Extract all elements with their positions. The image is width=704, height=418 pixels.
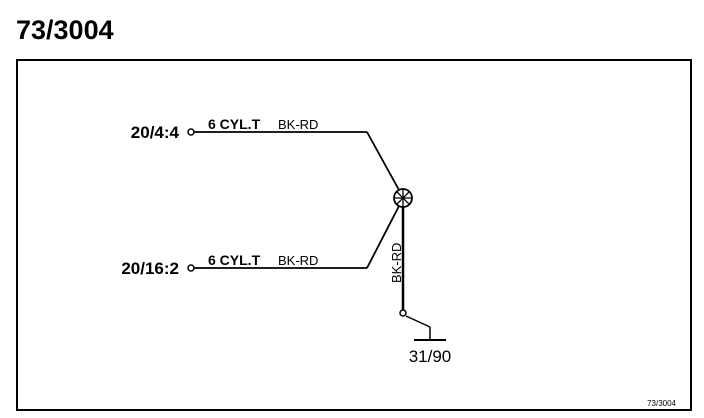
ground-label: 31/90: [409, 347, 452, 366]
wire-segment: [405, 315, 431, 328]
wire-color-lower: BK-RD: [278, 253, 318, 268]
terminal-label-lower: 20/16:2: [121, 259, 179, 278]
wire-lower: [187, 205, 400, 272]
wire-label-lower: 6 CYL.T: [208, 252, 261, 268]
wire-label-upper: 6 CYL.T: [208, 116, 261, 132]
wire-to-ground: [399, 207, 431, 340]
diagram-frame: [16, 59, 692, 411]
terminal-connector-lower[interactable]: [187, 264, 195, 272]
splice-wire-color: BK-RD: [389, 243, 404, 283]
wire-upper: [187, 128, 400, 191]
splice-icon: [393, 188, 413, 208]
wire-color-upper: BK-RD: [278, 117, 318, 132]
wire-segment: [366, 205, 400, 269]
ground-connector[interactable]: [399, 309, 407, 317]
terminal-connector-upper[interactable]: [187, 128, 195, 136]
reference-id: 73/3004: [647, 399, 676, 408]
terminal-label-upper: 20/4:4: [131, 123, 180, 142]
page-title: 73/3004: [16, 15, 114, 45]
wire-segment: [366, 131, 400, 191]
